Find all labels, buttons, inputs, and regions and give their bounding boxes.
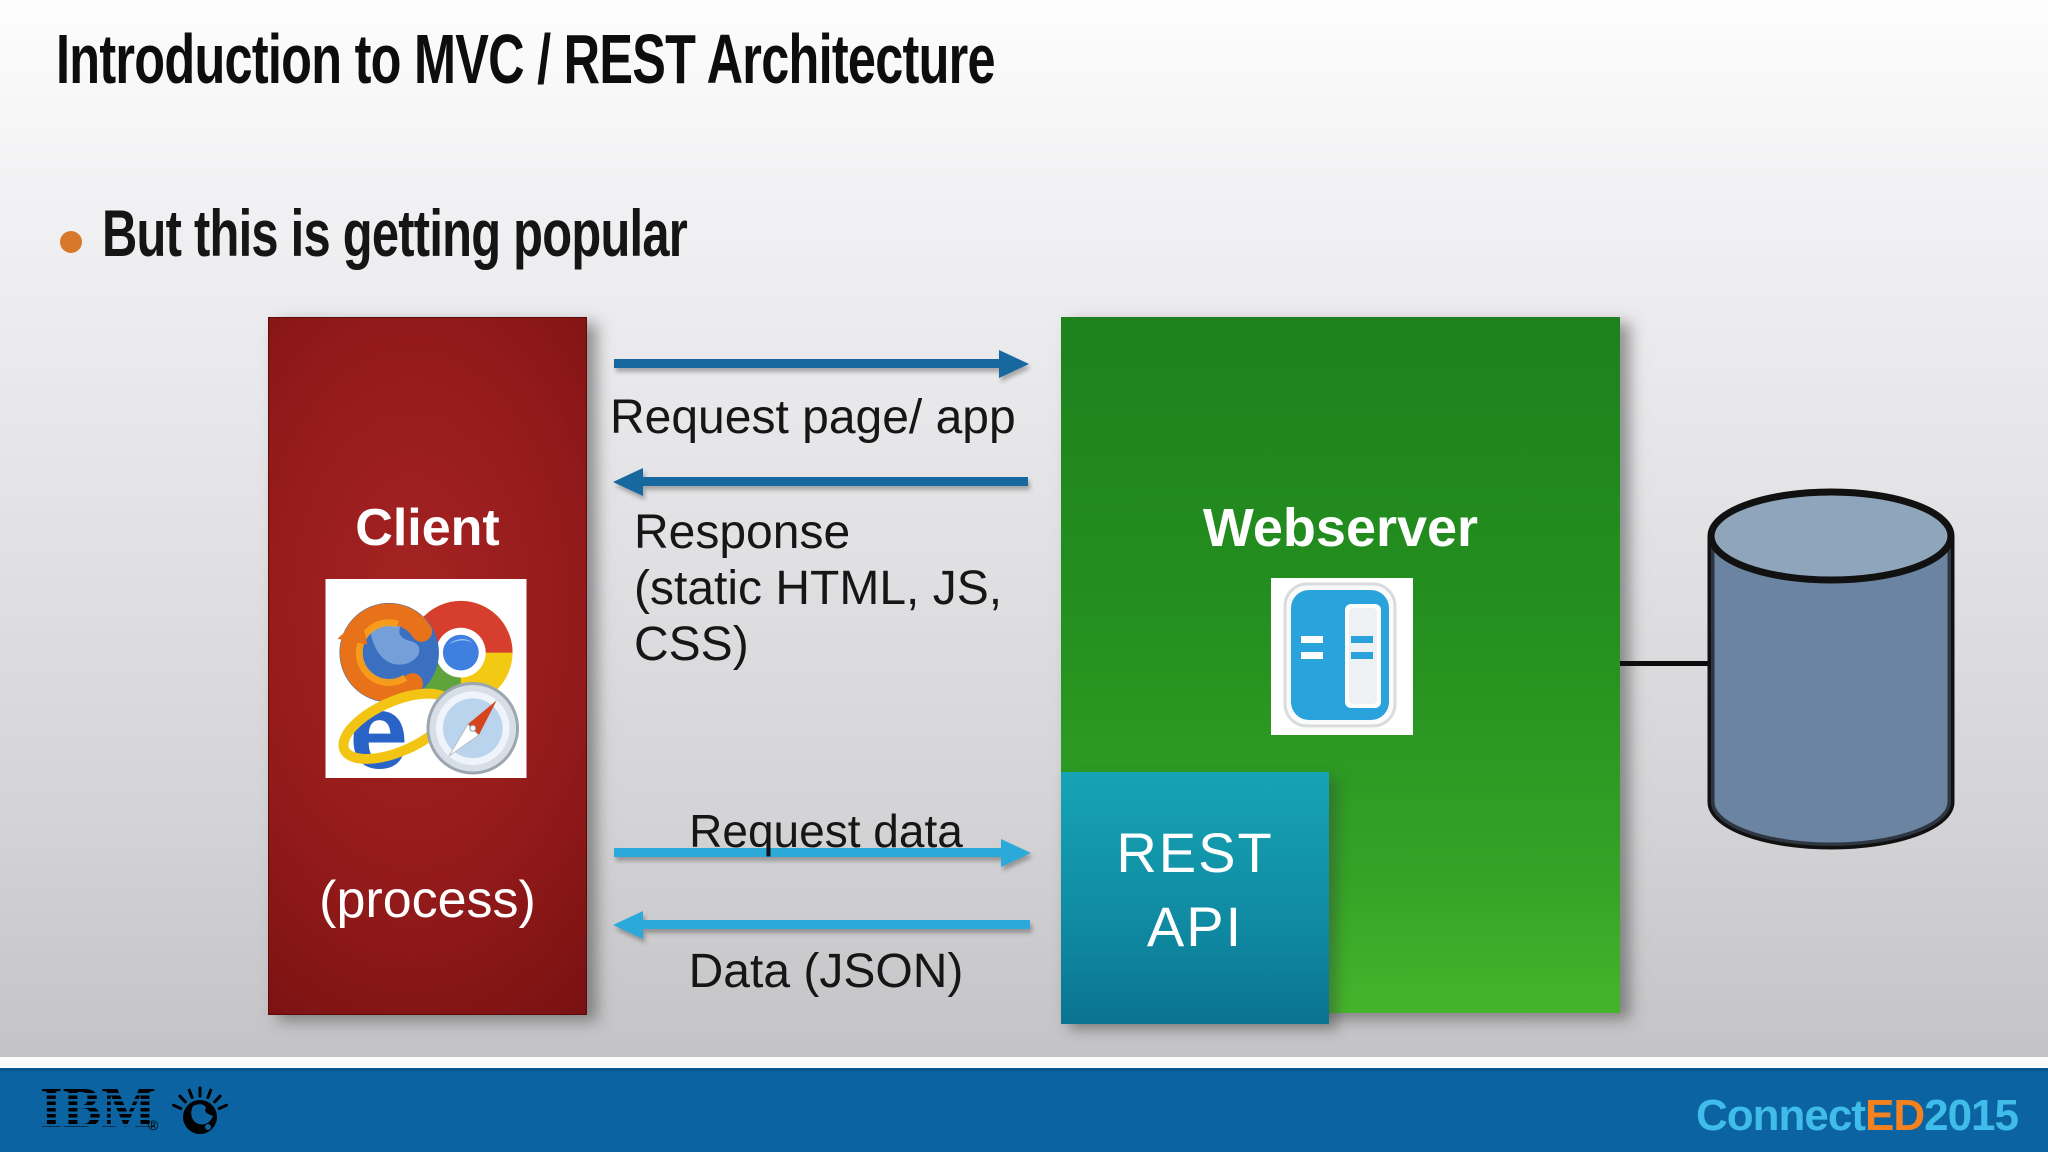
flow-label-response: Response (static HTML, JS, CSS)	[634, 506, 1003, 671]
conference-connect: Connect	[1695, 1091, 1866, 1140]
server-icon	[1271, 578, 1413, 735]
ibm-trademark: ®	[148, 1117, 159, 1133]
flow-label-request-page: Request page/ app	[610, 391, 1016, 444]
page-title: Introduction to MVC / REST Architecture	[56, 20, 996, 98]
client-label: Client	[355, 499, 500, 557]
arrow-head-left-icon	[613, 910, 643, 939]
rest-api-label-line2: API	[1146, 895, 1244, 958]
arrow-request-page	[614, 349, 1029, 378]
ibm-logo-stripes	[40, 1083, 156, 1133]
smarter-planet-globe-icon	[172, 1086, 228, 1134]
bullet-text: But this is getting popular	[102, 196, 688, 270]
bullet-marker-icon	[60, 231, 82, 253]
client-box: Client e	[268, 317, 587, 1015]
arrow-head-right-icon	[1001, 838, 1031, 867]
arrow-head-right-icon	[999, 349, 1029, 378]
arrow-request-data	[614, 838, 1031, 867]
webserver-label: Webserver	[1202, 498, 1479, 558]
safari-icon	[426, 681, 520, 775]
flow-label-request-data: Request data	[689, 805, 963, 857]
conference-logo: ConnectED2015	[1695, 1091, 2019, 1141]
browser-logos-image: e	[325, 579, 527, 778]
rest-api-box: REST API	[1061, 772, 1329, 1024]
conference-ed: ED	[1864, 1091, 1925, 1140]
arrow-head-left-icon	[613, 467, 643, 496]
arrow-data-json	[613, 910, 1030, 939]
footer-bar: IBM ® ConnectED2015	[0, 1068, 2048, 1152]
client-sublabel: (process)	[319, 871, 536, 929]
database-connector-line	[1620, 661, 1716, 666]
arrow-response	[613, 467, 1028, 496]
footer-divider-strip	[0, 1057, 2048, 1068]
firefox-icon	[337, 602, 439, 703]
flow-label-data-json: Data (JSON)	[688, 945, 964, 998]
database-cylinder-icon	[1707, 488, 1955, 850]
conference-year: 2015	[1924, 1091, 2019, 1140]
rest-api-label-line1: REST	[1116, 821, 1274, 884]
ibm-logo: IBM	[40, 1079, 156, 1137]
